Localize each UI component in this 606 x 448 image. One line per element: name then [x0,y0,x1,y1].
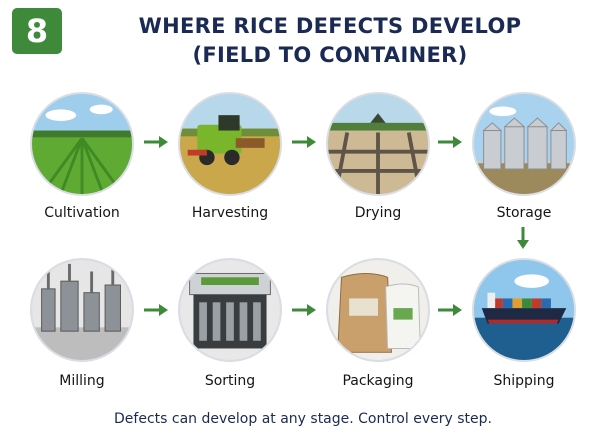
stage-storage-image [472,92,576,196]
arrow-right-icon [144,136,168,148]
rice-bags-icon [328,260,428,360]
footer-caption: Defects can develop at any stage. Contro… [114,411,492,427]
page-subtitle: (FIELD TO CONTAINER) [192,43,468,67]
arrow-right-icon [438,136,462,148]
milling-machine-icon [32,260,132,360]
arrow-right-icon [292,304,316,316]
drying-yard-icon [328,94,428,194]
stage-sorting-image [178,258,282,362]
stage-drying-image [326,92,430,196]
stage-harvesting-image [178,92,282,196]
stage-label-shipping: Shipping [493,373,555,389]
rice-field-icon [32,94,132,194]
arrow-right-icon [144,304,168,316]
sorting-machine-icon [180,260,280,360]
stage-shipping-image [472,258,576,362]
stage-label-harvesting: Harvesting [191,205,269,221]
arrow-right-icon [292,136,316,148]
page-title: WHERE RICE DEFECTS DEVELOP [138,14,522,38]
arrow-right-icon [438,304,462,316]
stage-label-drying: Drying [354,205,402,221]
combine-harvester-icon [180,94,280,194]
stage-label-milling: Milling [59,373,105,389]
stage-milling-image [30,258,134,362]
arrow-down-icon [517,227,529,249]
step-number-badge: 8 [12,8,62,54]
container-ship-icon [474,260,574,360]
stage-label-cultivation: Cultivation [44,205,120,221]
grain-silos-icon [474,94,574,194]
stage-cultivation-image [30,92,134,196]
stage-label-storage: Storage [496,205,552,221]
stage-packaging-image [326,258,430,362]
stage-label-packaging: Packaging [342,373,414,389]
stage-label-sorting: Sorting [204,373,256,389]
